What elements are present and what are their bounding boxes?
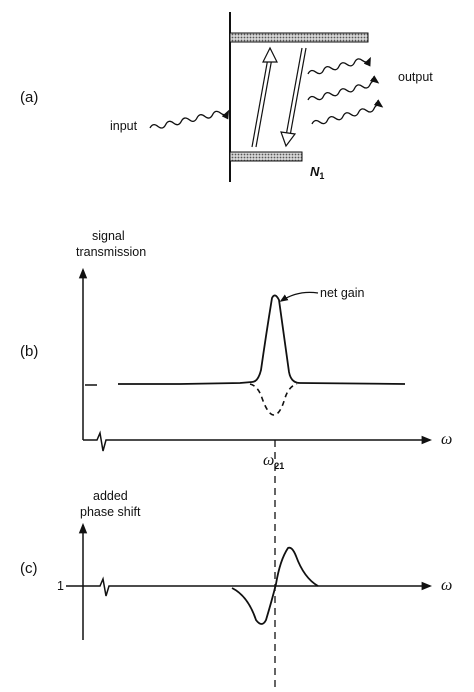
panel-a: (a) input output N1 — [20, 12, 433, 182]
output-wave-2 — [307, 75, 380, 101]
up-arrow — [251, 46, 278, 148]
output-wave-3 — [311, 99, 384, 125]
input-wave — [149, 109, 230, 129]
panel-a-label: (a) — [20, 89, 38, 106]
output-label: output — [398, 70, 433, 84]
panel-b: signal transmission (b) ω net gain ω21 — [20, 229, 452, 471]
absorption-dip-curve — [249, 383, 298, 416]
panel-b-ylabel-1: signal — [92, 229, 125, 243]
panel-c-label: (c) — [20, 560, 38, 577]
phase-shift-curve — [231, 546, 319, 625]
level-symbol: N1 — [310, 164, 324, 181]
panel-b-x-axis — [83, 430, 433, 452]
down-arrow — [280, 47, 307, 148]
net-gain-arrow — [279, 291, 319, 302]
panel-c: added phase shift (c) 1 ω — [20, 489, 452, 640]
panel-c-x-axis — [83, 576, 433, 597]
output-wave-1 — [307, 56, 371, 75]
panel-c-y-tick: 1 — [57, 579, 64, 593]
top-mirror — [229, 32, 369, 43]
panel-b-label: (b) — [20, 343, 38, 360]
panel-b-x-symbol: ω — [441, 431, 452, 448]
omega-21-tick: ω21 — [263, 452, 284, 471]
net-gain-label: net gain — [320, 286, 365, 300]
input-label: input — [110, 119, 138, 133]
panel-c-ylabel-2: phase shift — [80, 505, 141, 519]
gain-curve — [118, 294, 406, 385]
bottom-mirror — [229, 151, 303, 162]
panel-c-ylabel-1: added — [93, 489, 128, 503]
panel-b-ylabel-2: transmission — [76, 245, 146, 259]
panel-c-x-symbol: ω — [441, 577, 452, 594]
